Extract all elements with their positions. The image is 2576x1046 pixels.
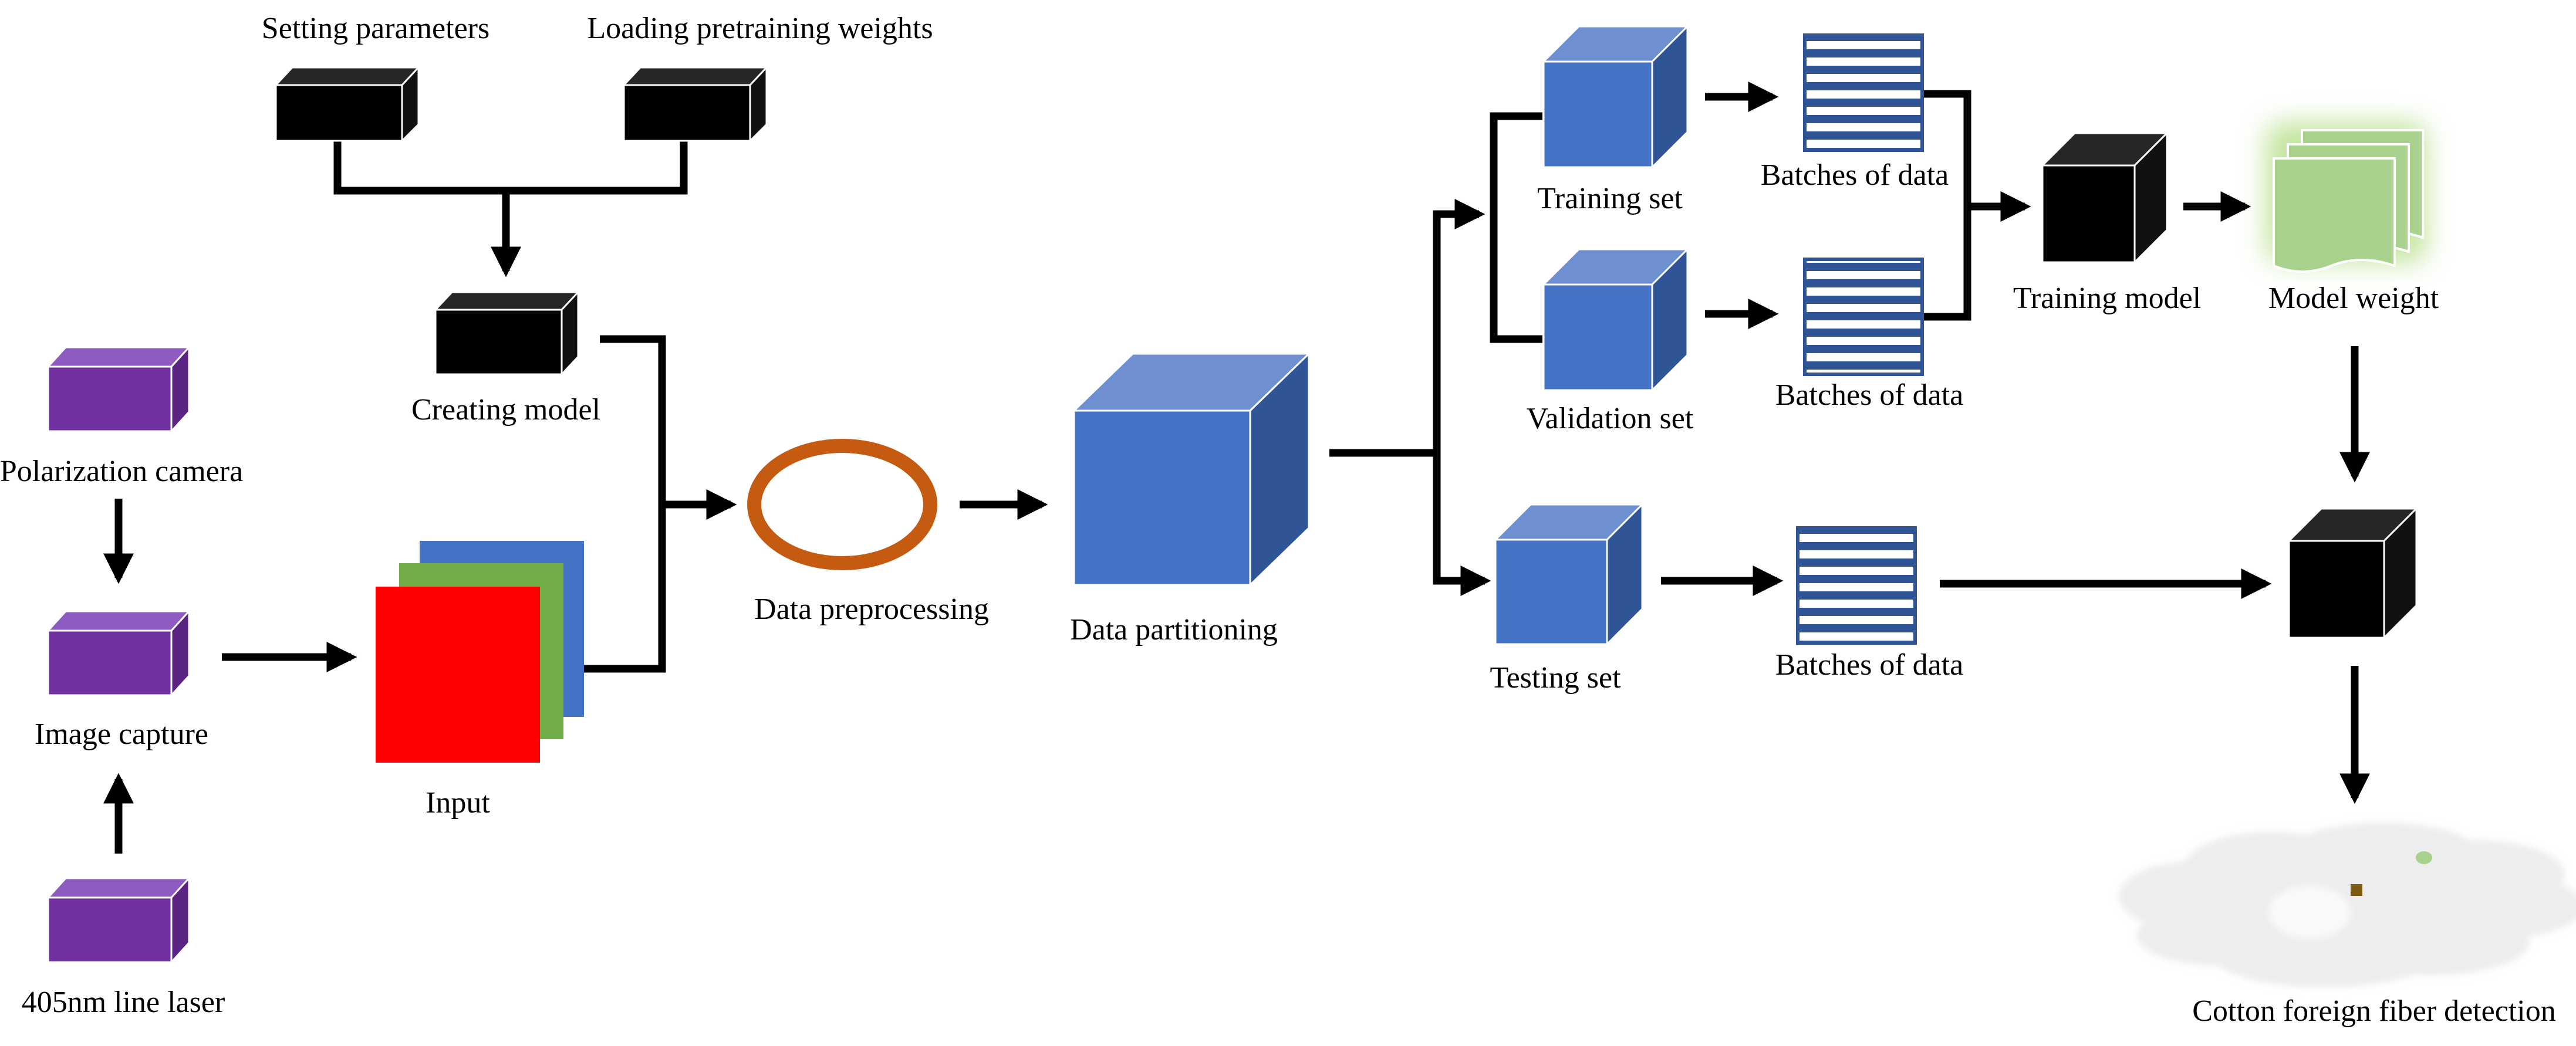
- image-capture-cube-icon: [46, 609, 191, 698]
- arrow-merge-to-preprocessing: [580, 335, 731, 673]
- training-model-label: Training model: [2013, 282, 2201, 315]
- setting-parameters-cube-icon: [274, 65, 421, 143]
- laser-label: 405nm line laser: [22, 986, 225, 1019]
- laser-cube-icon: [46, 876, 191, 964]
- training-batches-label: Batches of data: [1761, 158, 1949, 192]
- bracket-training-validation: [1490, 112, 1542, 343]
- model-weight-documents-icon: [2266, 122, 2427, 273]
- model-weight-label: Model weight: [2268, 282, 2439, 315]
- connectors: [103, 82, 2370, 854]
- creating-model-label: Creating model: [411, 393, 600, 426]
- arrow-partitioning-to-testing: [1433, 453, 1491, 596]
- foreign-fiber-brown-mark: [2351, 884, 2362, 896]
- data-preprocessing-label: Data preprocessing: [754, 593, 989, 626]
- setting-parameters-label: Setting parameters: [262, 12, 489, 45]
- polarization-camera-label: Polarization camera: [0, 455, 243, 488]
- training-model-cube-icon: [2040, 131, 2169, 265]
- training-set-cube-icon: [1541, 24, 1690, 170]
- testing-set-label: Testing set: [1490, 661, 1621, 695]
- data-preprocessing-ring-icon: [747, 439, 937, 570]
- foreign-fiber-green-mark: [2416, 851, 2432, 864]
- loading-weights-cube-icon: [622, 65, 769, 143]
- input-channels-icon: [376, 541, 584, 763]
- arrow-partitioning-to-upper: [1329, 199, 1485, 457]
- validation-set-cube-icon: [1541, 247, 1690, 392]
- data-partitioning-label: Data partitioning: [1070, 613, 1278, 646]
- testing-batches-icon: [1796, 526, 1917, 645]
- image-capture-label: Image capture: [35, 717, 208, 751]
- data-partitioning-cube-icon: [1072, 351, 1311, 587]
- testing-batches-label: Batches of data: [1775, 648, 1964, 682]
- labels: Setting parameters Loading pretraining w…: [0, 12, 2556, 1028]
- arrow-batches-to-training-model: [1919, 90, 2025, 321]
- cotton-detection-image-icon: [2119, 822, 2576, 987]
- input-label: Input: [426, 786, 490, 820]
- arrow-params-to-creating-model: [333, 141, 688, 271]
- detection-model-cube-icon: [2287, 506, 2419, 640]
- validation-set-label: Validation set: [1527, 402, 1694, 435]
- testing-set-cube-icon: [1493, 502, 1645, 646]
- training-batches-icon: [1803, 33, 1924, 152]
- polarization-camera-cube-icon: [46, 345, 191, 434]
- training-set-label: Training set: [1537, 182, 1683, 215]
- creating-model-cube-icon: [433, 290, 580, 377]
- detection-label: Cotton foreign fiber detection: [2192, 994, 2555, 1028]
- validation-batches-label: Batches of data: [1775, 378, 1964, 412]
- validation-batches-icon: [1803, 258, 1924, 376]
- loading-weights-label: Loading pretraining weights: [587, 12, 933, 45]
